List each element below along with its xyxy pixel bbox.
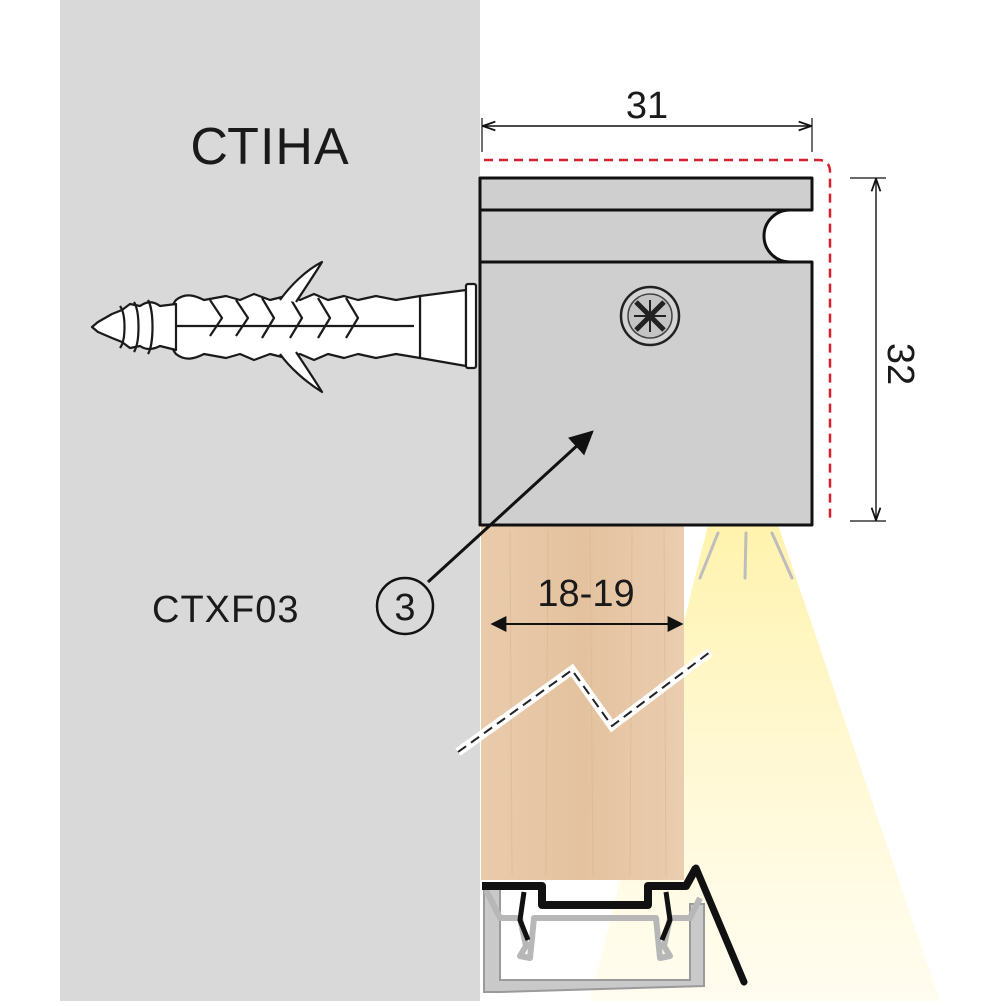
dimension-board-thickness-label: 18-19	[537, 573, 634, 615]
break-line	[455, 648, 713, 756]
part-callout: CTXF03 3	[152, 430, 594, 636]
dimension-width: 31	[481, 85, 813, 152]
wall-label: СТІНА	[190, 118, 349, 176]
wall-anchor	[90, 260, 478, 394]
dashed-outline	[484, 158, 832, 522]
main-profile	[478, 176, 814, 527]
callout-number: 3	[394, 587, 415, 629]
wall	[60, 0, 480, 1001]
callout-leader-arrow	[426, 430, 594, 584]
bottom-profile	[482, 864, 748, 993]
dimension-board-thickness: 18-19	[490, 573, 684, 632]
dimension-height-label: 32	[879, 343, 921, 385]
dimension-height: 32	[850, 177, 921, 522]
callout-circle	[375, 576, 435, 636]
dimension-width-label: 31	[626, 85, 668, 127]
light-rays	[698, 531, 794, 580]
screw-head-icon	[619, 285, 681, 347]
part-code: CTXF03	[152, 589, 299, 631]
